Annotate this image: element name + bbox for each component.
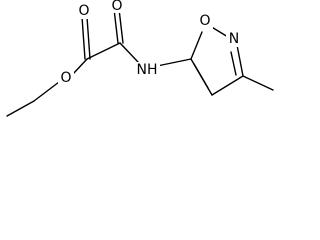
bond-methyl-ch2 [6, 100, 35, 117]
bond-nh-c5 [156, 58, 192, 67]
bond-c2-nh [119, 42, 139, 63]
atom-ester-oxygen: O [60, 70, 71, 86]
bond-ch2-ester-o [33, 81, 60, 102]
bond-c5-o1 [190, 31, 203, 60]
bond-c4-c5-inner [193, 63, 209, 89]
atom-carbonyl-oxygen-amide: O [111, 0, 122, 14]
bond-c1-carbonyl-o-b [86, 16, 91, 60]
bond-c2-carbonyl-o-b [118, 8, 124, 44]
bond-c1-carbonyl-o-a [81, 16, 86, 60]
bond-c3-methyl [242, 75, 274, 91]
bond-c2-carbonyl-o-a [113, 8, 119, 44]
bond-c3-c4 [211, 75, 244, 96]
bond-n2-c3 [236, 44, 244, 77]
bond-c1-c2 [86, 42, 121, 60]
atom-ring-oxygen: O [199, 13, 210, 29]
atom-ring-nitrogen: N [229, 31, 239, 47]
atom-amide-nitrogen: NH [137, 62, 158, 78]
atom-carbonyl-oxygen-ester: O [78, 3, 89, 19]
bond-n2-c3-inner [230, 51, 237, 76]
molecule-diagram: O O O NH O N [6, 0, 274, 117]
atom-labels: O O O NH O N [58, 0, 242, 86]
bond-ester-o-c1 [72, 58, 88, 75]
